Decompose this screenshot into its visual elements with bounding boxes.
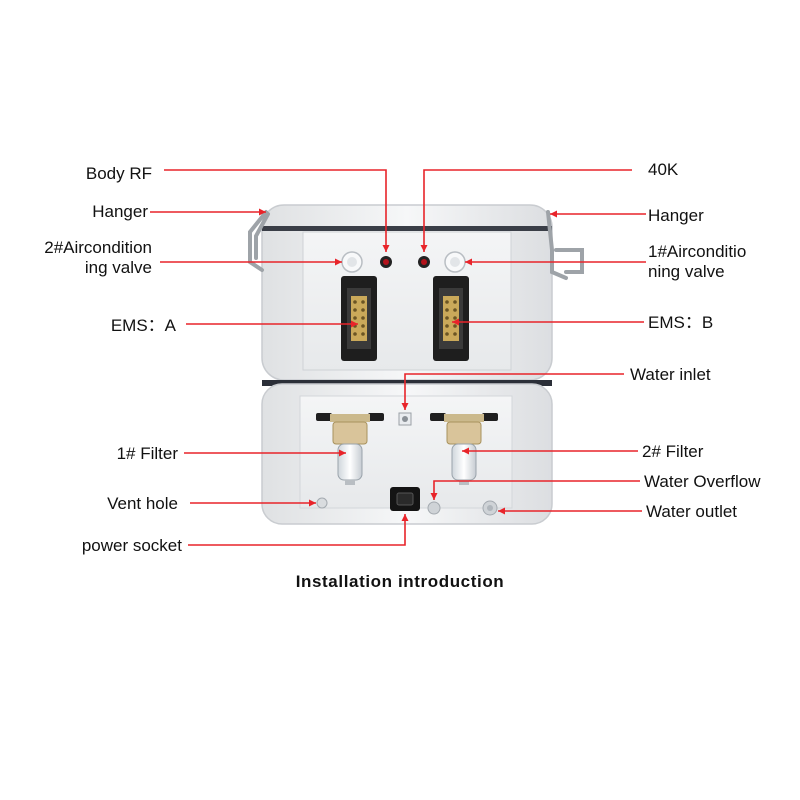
leader-filter-1-arrowhead (339, 449, 346, 457)
hanger-right-icon (546, 210, 584, 280)
ems-b-connector-icon (433, 276, 469, 361)
label-ems-b: EMS：B (648, 313, 714, 332)
leader-power-socket (188, 514, 406, 546)
label-40k: 40K (648, 160, 679, 179)
label-aircon-2-line2: ing valve (84, 258, 152, 277)
leader-ems-b-arrowhead (452, 318, 459, 326)
caption: Installation introduction (295, 572, 505, 591)
leader-water-inlet (404, 373, 624, 410)
filter-2-icon (430, 413, 498, 485)
vent-hole-icon (316, 497, 328, 509)
label-filter-1: 1# Filter (116, 444, 178, 463)
leader-40k-arrowhead (420, 245, 428, 252)
upper-housing (261, 204, 553, 381)
leader-ems-a-arrowhead (351, 320, 358, 328)
leader-40k (423, 169, 632, 252)
label-water-outlet: Water outlet (646, 502, 738, 521)
label-aircon-2-line1: 2#Aircondition (44, 238, 152, 257)
leader-vent-hole-arrowhead (309, 499, 316, 507)
label-power-socket: power socket (81, 536, 182, 555)
k40-port-icon (418, 256, 430, 268)
ems-a-connector-icon (341, 276, 377, 361)
hanger-left-icon (248, 210, 270, 272)
divider-band (262, 380, 552, 386)
leader-body-rf-arrowhead (382, 245, 390, 252)
label-ems-a: EMS：A (110, 316, 176, 335)
label-hanger-right: Hanger (648, 206, 704, 225)
label-filter-2: 2# Filter (642, 442, 704, 461)
label-vent-hole: Vent hole (107, 494, 178, 513)
leader-water-overflow-arrowhead (430, 493, 438, 500)
power-socket-icon (390, 487, 420, 511)
leader-aircon-2-arrowhead (335, 258, 342, 266)
leader-aircon-1-arrowhead (465, 258, 472, 266)
label-aircon-1-line2: ning valve (648, 262, 725, 281)
body-rf-port-icon (380, 256, 392, 268)
leader-water-outlet-arrowhead (498, 507, 505, 515)
leader-power-socket-arrowhead (401, 514, 409, 521)
label-water-inlet: Water inlet (630, 365, 711, 384)
aircon-valve-2-icon (341, 251, 363, 273)
water-outlet-icon (482, 500, 498, 516)
leader-filter-2-arrowhead (462, 447, 469, 455)
label-aircon-1-line1: 1#Airconditio (648, 242, 747, 261)
leader-lines (150, 169, 646, 546)
label-water-overflow: Water Overflow (644, 472, 761, 491)
leader-body-rf (164, 169, 387, 252)
label-hanger-left: Hanger (92, 202, 148, 221)
water-overflow-icon (427, 501, 441, 515)
aircon-valve-1-icon (444, 251, 466, 273)
label-body-rf: Body RF (85, 164, 152, 183)
water-inlet-icon (398, 412, 412, 426)
leader-hanger-right-arrowhead (550, 210, 557, 218)
leader-water-inlet-arrowhead (401, 403, 409, 410)
leader-hanger-left-arrowhead (259, 208, 266, 216)
